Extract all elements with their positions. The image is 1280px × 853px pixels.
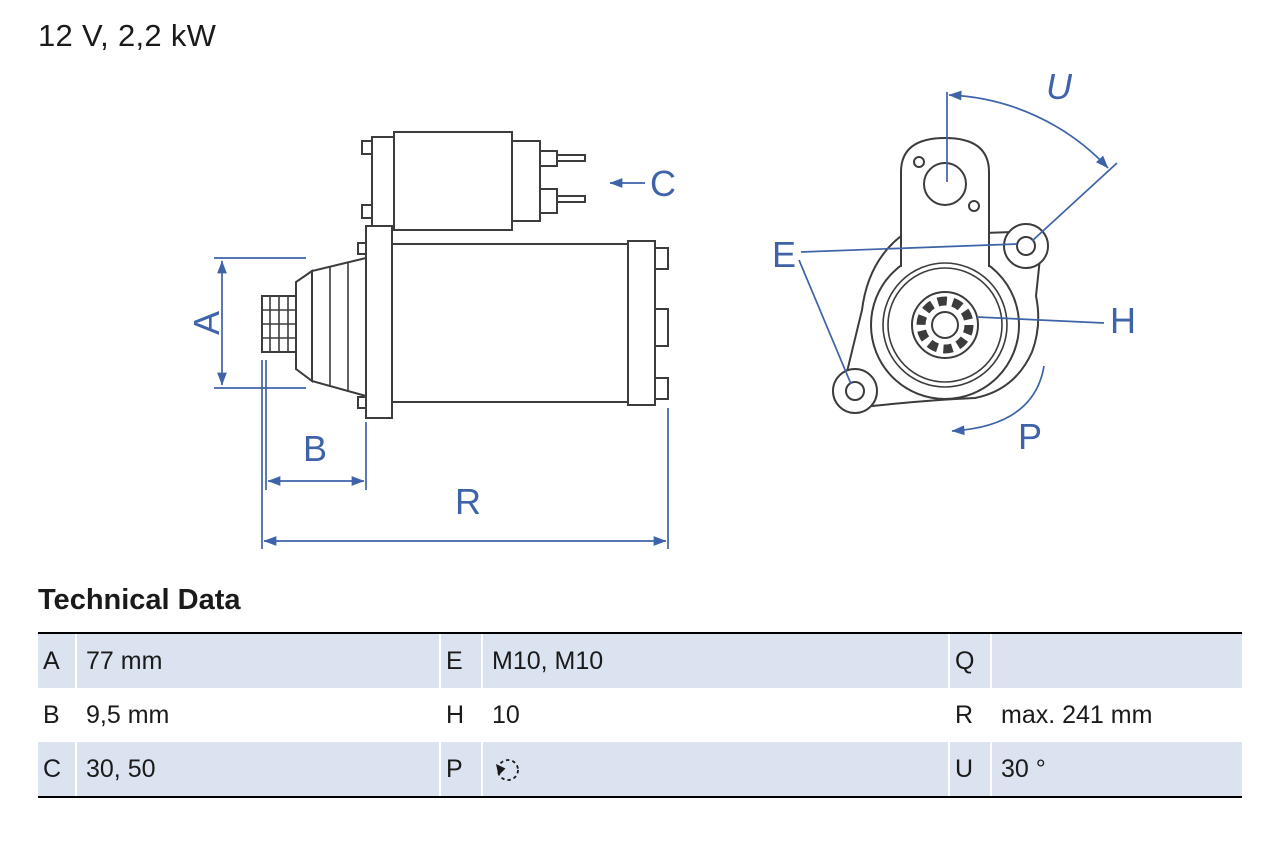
dimension-label-u: U <box>1046 66 1073 107</box>
table-row: B 9,5 mm H 10 R max. 241 mm <box>38 688 1242 742</box>
spec-value-u: 30 ° <box>992 742 1242 796</box>
spec-key-q: Q <box>950 634 990 688</box>
technical-data-heading: Technical Data <box>38 584 241 616</box>
dimension-label-r: R <box>455 481 481 522</box>
technical-data-table: A 77 mm E M10, M10 Q B 9,5 mm H 10 R max… <box>38 632 1242 798</box>
spec-key-p: P <box>441 742 481 796</box>
side-view-dimensions: A B R C <box>186 163 676 549</box>
dimension-label-h: H <box>1110 300 1136 341</box>
dimension-label-b: B <box>303 428 327 469</box>
rotation-ccw-icon <box>496 759 519 781</box>
starter-motor-drawing: A B R C <box>186 66 1136 549</box>
spec-key-e: E <box>441 634 481 688</box>
spec-value-e: M10, M10 <box>483 634 948 688</box>
dimension-label-p: P <box>1018 416 1042 457</box>
spec-value-c: 30, 50 <box>77 742 439 796</box>
spec-key-a: A <box>38 634 75 688</box>
starter-motor-side-view <box>261 131 669 419</box>
dimension-label-c: C <box>650 163 676 204</box>
dimension-label-a: A <box>186 311 227 335</box>
spec-key-r: R <box>955 700 974 729</box>
page-title: 12 V, 2,2 kW <box>38 18 217 53</box>
spec-value-q <box>992 634 1242 688</box>
spec-key-c: C <box>38 742 75 796</box>
starter-motor-front-view <box>832 136 1049 414</box>
table-row: A 77 mm E M10, M10 Q <box>38 634 1242 688</box>
bolt-hole-bottom-left <box>845 381 865 401</box>
spec-value-a: 77 mm <box>77 634 439 688</box>
spec-value-p <box>483 742 948 796</box>
spline-gear <box>916 296 974 354</box>
spec-key-h: H <box>446 700 465 729</box>
dimension-label-e: E <box>772 234 796 275</box>
bolt-hole-top-right <box>1016 236 1036 256</box>
spec-key-b: B <box>43 700 60 729</box>
spec-value-r: max. 241 mm <box>1001 700 1153 729</box>
table-row: C 30, 50 P U 30 ° <box>38 742 1242 796</box>
spec-key-u: U <box>950 742 990 796</box>
spec-value-b: 9,5 mm <box>86 700 170 729</box>
front-view-dimensions: U E H P <box>772 66 1136 457</box>
spec-value-h: 10 <box>492 700 520 729</box>
